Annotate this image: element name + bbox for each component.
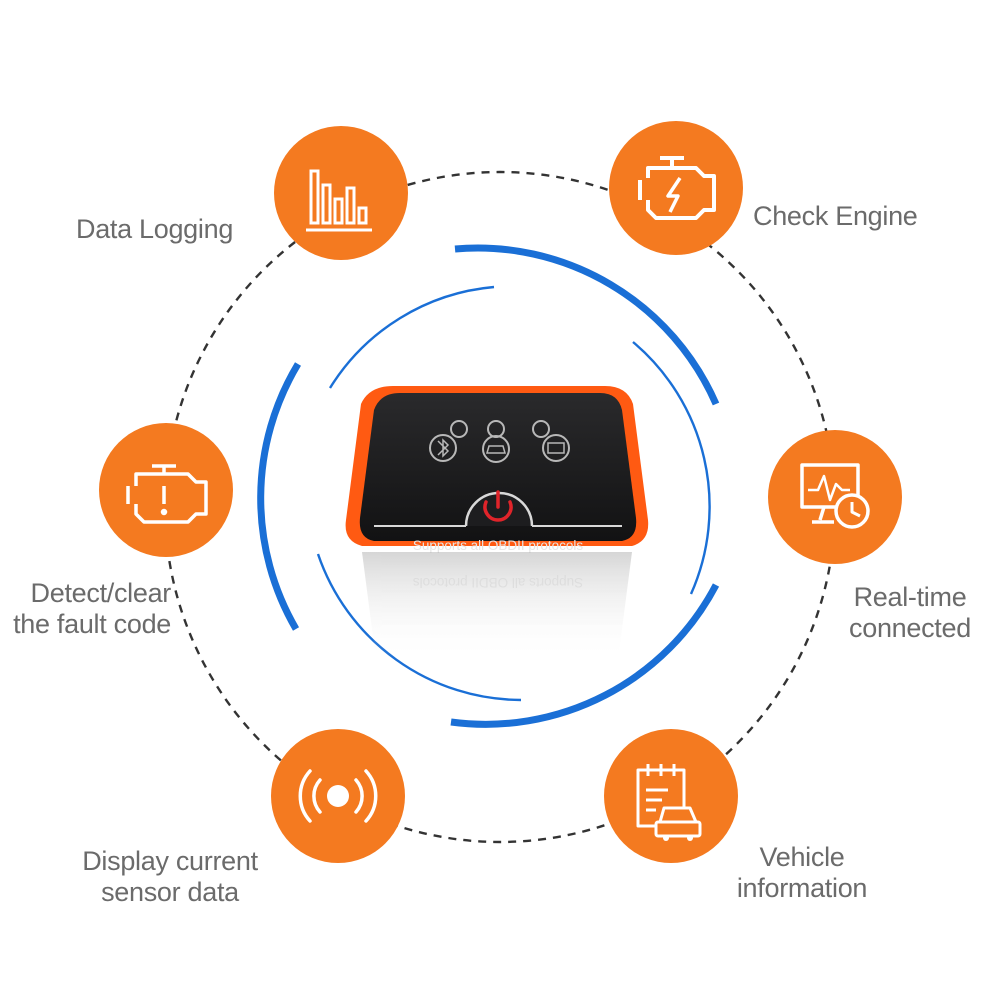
device-caption: Supports all OBDII protocols [413,538,584,553]
label-data-logging: Data Logging [76,214,234,244]
device-reflection: Supports all OBDII protocols [362,552,632,660]
blue-arcs [257,244,720,728]
blue-arc-left-thick [257,362,301,631]
engine-alert-icon [126,464,208,524]
feature-circle-real-time [768,430,902,564]
blue-arc-right-thin [632,341,711,595]
label-vehicle-info: Vehicle information [736,842,868,903]
battery-indicator-icon [532,420,570,462]
feature-vehicle-info [604,729,738,863]
feature-sensor-data [271,729,405,863]
feature-real-time [768,430,902,564]
power-button-icon [464,490,534,527]
feature-detect-clear [99,423,233,557]
bluetooth-indicator-icon [429,420,468,462]
engine-warning-icon [638,156,716,220]
feature-circle-data-logging [274,126,408,260]
label-check-engine: Check Engine [753,201,918,231]
blue-arc-right-thick [450,583,720,728]
label-real-time: Real-time connected [849,582,971,643]
device-face [359,393,637,541]
label-detect-clear: Detect/clear the fault code [13,578,171,639]
feature-circle-check-engine [609,121,743,255]
bar-chart-icon [306,169,372,232]
car-indicator-icon [482,420,510,463]
blue-arc-top-thin [328,285,495,389]
blue-arc-top-thick [454,244,720,406]
feature-data-logging [274,126,408,260]
label-sensor-data: Display current sensor data [82,846,258,907]
device-caption-reflection: Supports all OBDII protocols [413,575,584,590]
feature-circle-vehicle-info [604,729,738,863]
feature-circle-detect-clear [99,423,233,557]
sensor-signal-icon [298,769,378,823]
obd-device: Supports all OBDII protocols Supports al… [345,386,649,660]
clipboard-car-icon [636,764,702,841]
monitor-clock-icon [800,463,870,529]
feature-check-engine [609,121,743,255]
